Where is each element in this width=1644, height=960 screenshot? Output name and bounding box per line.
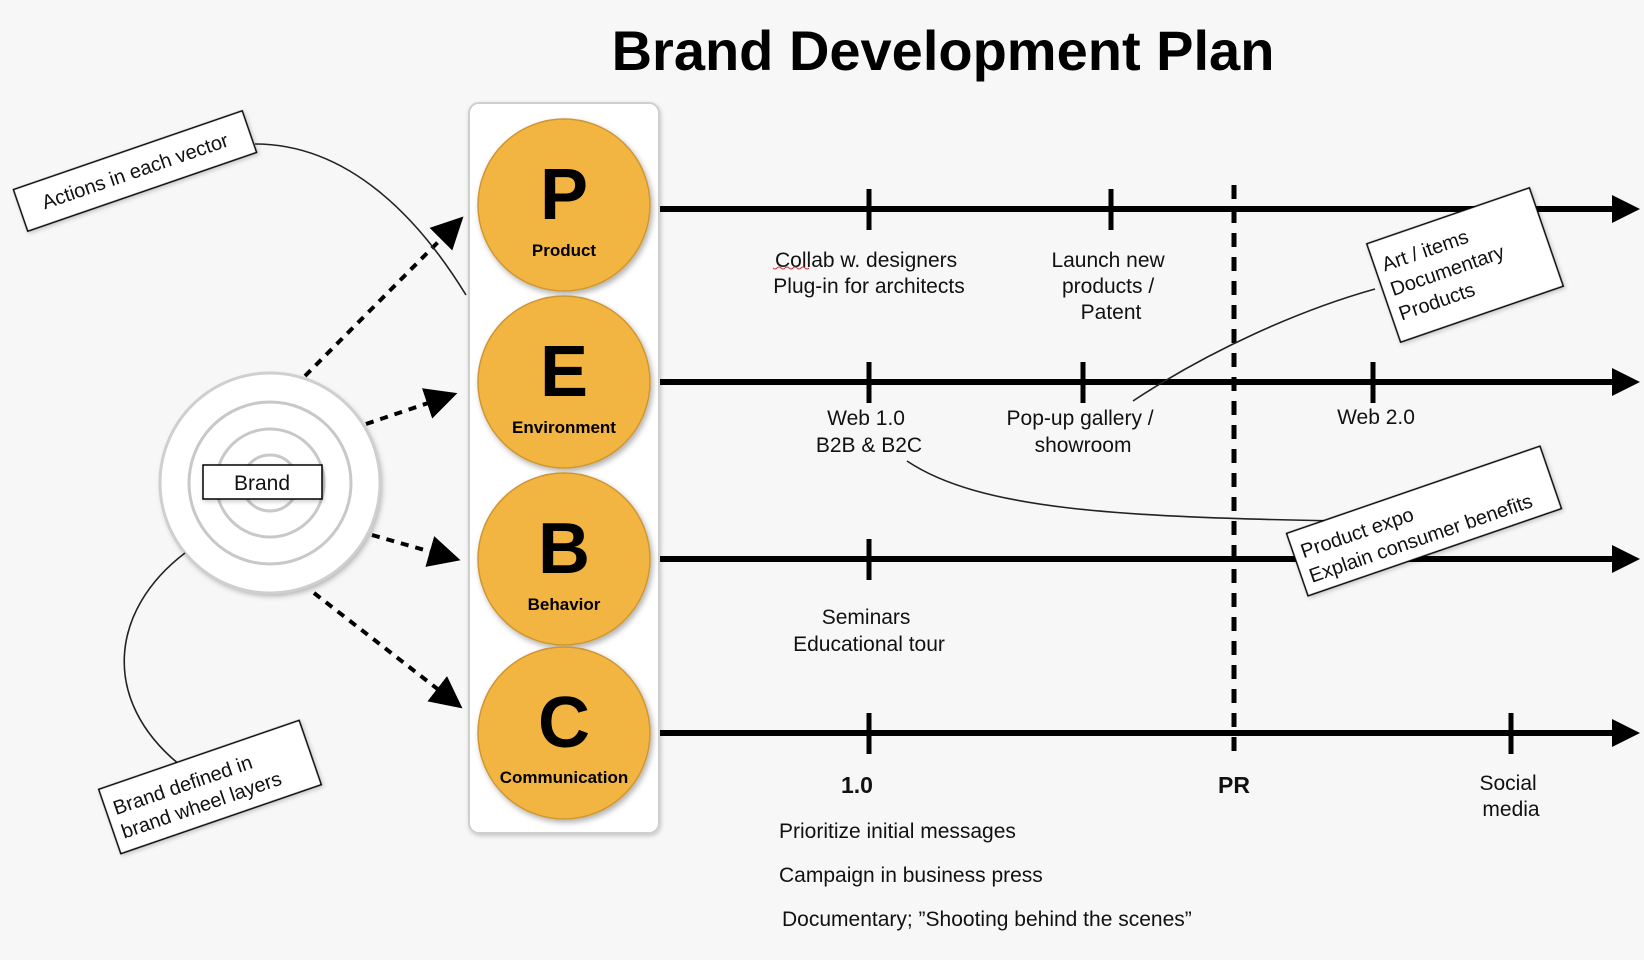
vector-letter-p: P — [540, 155, 588, 235]
vector-name-environment: Environment — [512, 418, 616, 437]
vector-letter-c: C — [538, 683, 590, 763]
environment-item-2: Pop-up gallery / showroom — [1007, 407, 1160, 457]
communication-note-2: Campaign in business press — [779, 864, 1043, 887]
vector-name-behavior: Behavior — [528, 595, 601, 614]
arrow-to-communication — [312, 591, 463, 709]
brand-wheel: Brand — [158, 371, 382, 595]
milestone-1-0: 1.0 — [841, 772, 873, 798]
milestone-social-media: Social media — [1479, 772, 1542, 821]
callout-art-items: Art / items Documentary Products — [1365, 186, 1565, 344]
environment-item-3: Web 2.0 — [1337, 406, 1415, 429]
vector-name-communication: Communication — [500, 768, 628, 787]
vector-circle-product: P Product — [477, 118, 651, 292]
callout-actions: Actions in each vector — [12, 109, 258, 233]
product-axis-arrowhead — [1612, 195, 1640, 223]
communication-notes: Prioritize initial messages Campaign in … — [779, 820, 1192, 931]
callout-brand-defined: Brand defined in brand wheel layers — [97, 719, 323, 855]
spellcheck-underline — [772, 266, 810, 270]
vector-circle-behavior: B Behavior — [477, 472, 651, 646]
behavior-items: Seminars Educational tour — [793, 606, 945, 656]
vector-circle-communication: C Communication — [477, 646, 651, 820]
arrow-to-behavior — [371, 533, 461, 567]
connector-curves — [123, 143, 1376, 766]
communication-note-3: Documentary; ”Shooting behind the scenes… — [782, 908, 1192, 931]
environment-items: Web 1.0 B2B & B2C Pop-up gallery / showr… — [816, 406, 1415, 457]
arrow-to-product — [303, 216, 464, 378]
communication-axis-arrowhead — [1612, 719, 1640, 747]
environment-item-1: Web 1.0 B2B & B2C — [816, 407, 922, 457]
vector-circle-environment: E Environment — [477, 295, 651, 469]
arrow-to-environment — [365, 388, 458, 426]
vector-name-product: Product — [532, 241, 597, 260]
timeline-axes — [658, 195, 1640, 747]
vector-letter-e: E — [540, 332, 588, 412]
communication-note-1: Prioritize initial messages — [779, 820, 1016, 843]
callout-product-expo: Product expo Explain consumer benefits — [1285, 445, 1563, 597]
brand-vector-arrows — [303, 216, 464, 709]
timeline-ticks — [866, 189, 1514, 754]
art-items-connector — [1132, 288, 1376, 402]
product-item-1: Collab w. designers Plug-in for architec… — [773, 249, 964, 298]
communication-labels: 1.0 PR Social media — [841, 772, 1542, 821]
behavior-item-1: Seminars Educational tour — [793, 606, 945, 656]
brand-defined-connector — [123, 552, 186, 766]
brand-label: Brand — [234, 472, 290, 495]
vector-letter-b: B — [538, 509, 590, 589]
behavior-axis-arrowhead — [1612, 545, 1640, 573]
brand-label-box — [202, 464, 323, 500]
milestone-pr: PR — [1218, 772, 1250, 798]
product-expo-connector — [906, 460, 1341, 522]
page-title: Brand Development Plan — [612, 19, 1275, 82]
actions-connector — [254, 143, 467, 296]
environment-axis-arrowhead — [1612, 368, 1640, 396]
product-items: Collab w. designers Plug-in for architec… — [773, 249, 1170, 324]
product-item-2: Launch new products / Patent — [1051, 249, 1170, 324]
